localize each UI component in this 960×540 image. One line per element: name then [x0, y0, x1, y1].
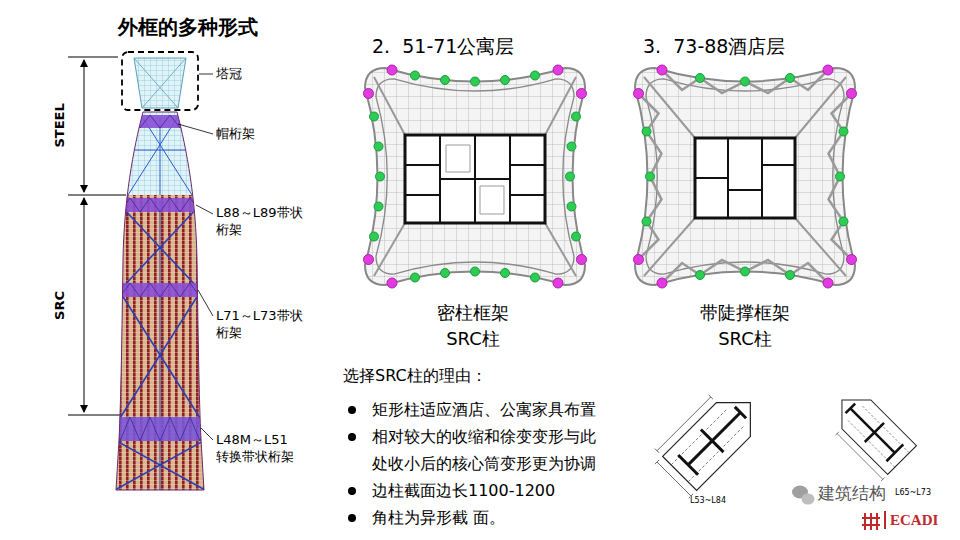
logo-text: ECADI: [884, 511, 938, 529]
axis-label: STEEL: [52, 103, 69, 147]
plan-heading: 3. 73-88酒店层: [643, 34, 785, 59]
callout-label: 塔冠: [216, 66, 242, 83]
tower-elevation: [110, 52, 210, 495]
column-section: [647, 378, 767, 498]
bullet-dot: [348, 433, 356, 441]
plan-caption: 密柱框架 SRC柱: [431, 300, 515, 352]
leader-lines: [178, 74, 213, 440]
section-label: L65~L73: [895, 488, 931, 498]
column-section: [821, 386, 917, 482]
axis-label: SRC: [52, 291, 69, 320]
wechat-icon: [792, 486, 815, 505]
slide-title: 外框的多种形式: [118, 14, 258, 40]
floor-plan: [634, 65, 857, 288]
bullet-text: 边柱截面边长1100-1200: [372, 477, 612, 504]
bullet-dot: [348, 487, 356, 495]
bullet-text: 矩形柱适应酒店、公寓家具布置: [372, 396, 612, 423]
callout-label: L71～L73带状 桁架: [216, 308, 326, 342]
callout-label: 帽桁架: [216, 126, 255, 143]
callout-label: L88～L89带状 桁架: [216, 205, 326, 239]
bullet-dot: [348, 514, 356, 522]
plan-caption: 带陡撑框架 SRC柱: [695, 300, 795, 352]
section-label: L53~L84: [690, 496, 726, 506]
callout-label: L48M～L51 转换带状桁架: [216, 432, 326, 466]
plan-heading: 2. 51-71公寓层: [372, 34, 514, 59]
section-heading: 选择SRC柱的理由：: [343, 366, 487, 387]
logo-icon: [862, 513, 880, 530]
dimension-arrows: [68, 57, 126, 415]
watermark: 建筑结构: [816, 482, 888, 504]
bullet-dot: [348, 406, 356, 414]
floor-plan: [364, 65, 587, 288]
bullet-text: 角柱为异形截 面。: [372, 504, 612, 531]
bullet-text: 相对较大的收缩和徐变变形与此 处收小后的核心筒变形更为协调: [372, 423, 612, 477]
